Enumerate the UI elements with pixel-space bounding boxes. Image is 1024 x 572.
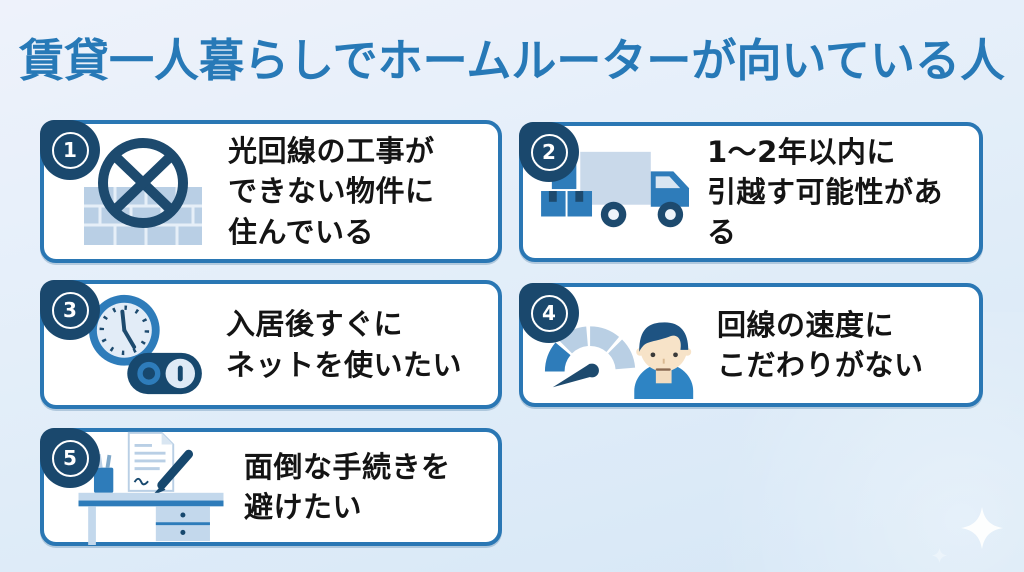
card-speed-not-important: 4 回線の速度に こだわりがない xyxy=(519,283,983,407)
card-no-fiber-construction: 1 光回線の工事が できない物件に 住んでいる xyxy=(40,120,502,263)
card-number-badge: 3 xyxy=(40,280,100,340)
circled-number: 5 xyxy=(51,439,89,477)
card-number-badge: 1 xyxy=(40,120,100,180)
sparkle-icon xyxy=(961,507,1003,553)
card-text: 面倒な手続きを 避けたい xyxy=(244,449,451,524)
card-number-badge: 2 xyxy=(519,122,579,182)
page-title: 賃貸一人暮らしでホームルーターが向いている人 xyxy=(19,34,1005,87)
card-text: 光回線の工事が できない物件に 住んでいる xyxy=(228,134,435,249)
sparkle-icon-small xyxy=(932,548,947,567)
no-construction-wall-icon xyxy=(78,135,208,249)
circled-number: 1 xyxy=(51,131,89,169)
clock-toggle-icon xyxy=(78,291,206,399)
card-moving-soon: 2 1〜2年以内に 引越す可能性がある xyxy=(519,122,983,262)
speed-gauge-person-icon xyxy=(541,291,703,399)
circled-number: 3 xyxy=(51,291,89,329)
card-avoid-paperwork: 5 xyxy=(40,428,502,546)
card-number-badge: 5 xyxy=(40,428,100,488)
card-internet-immediately: 3 入居後すぐに ネットを使いたい xyxy=(40,280,502,409)
card-text: 入居後すぐに ネットを使いたい xyxy=(226,307,463,382)
circled-number: 2 xyxy=(530,133,568,171)
card-number-badge: 4 xyxy=(519,283,579,343)
paperwork-desk-icon xyxy=(78,429,224,545)
card-text: 回線の速度に こだわりがない xyxy=(717,307,924,382)
card-text: 1〜2年以内に 引越す可能性がある xyxy=(707,134,944,249)
circled-number: 4 xyxy=(530,294,568,332)
